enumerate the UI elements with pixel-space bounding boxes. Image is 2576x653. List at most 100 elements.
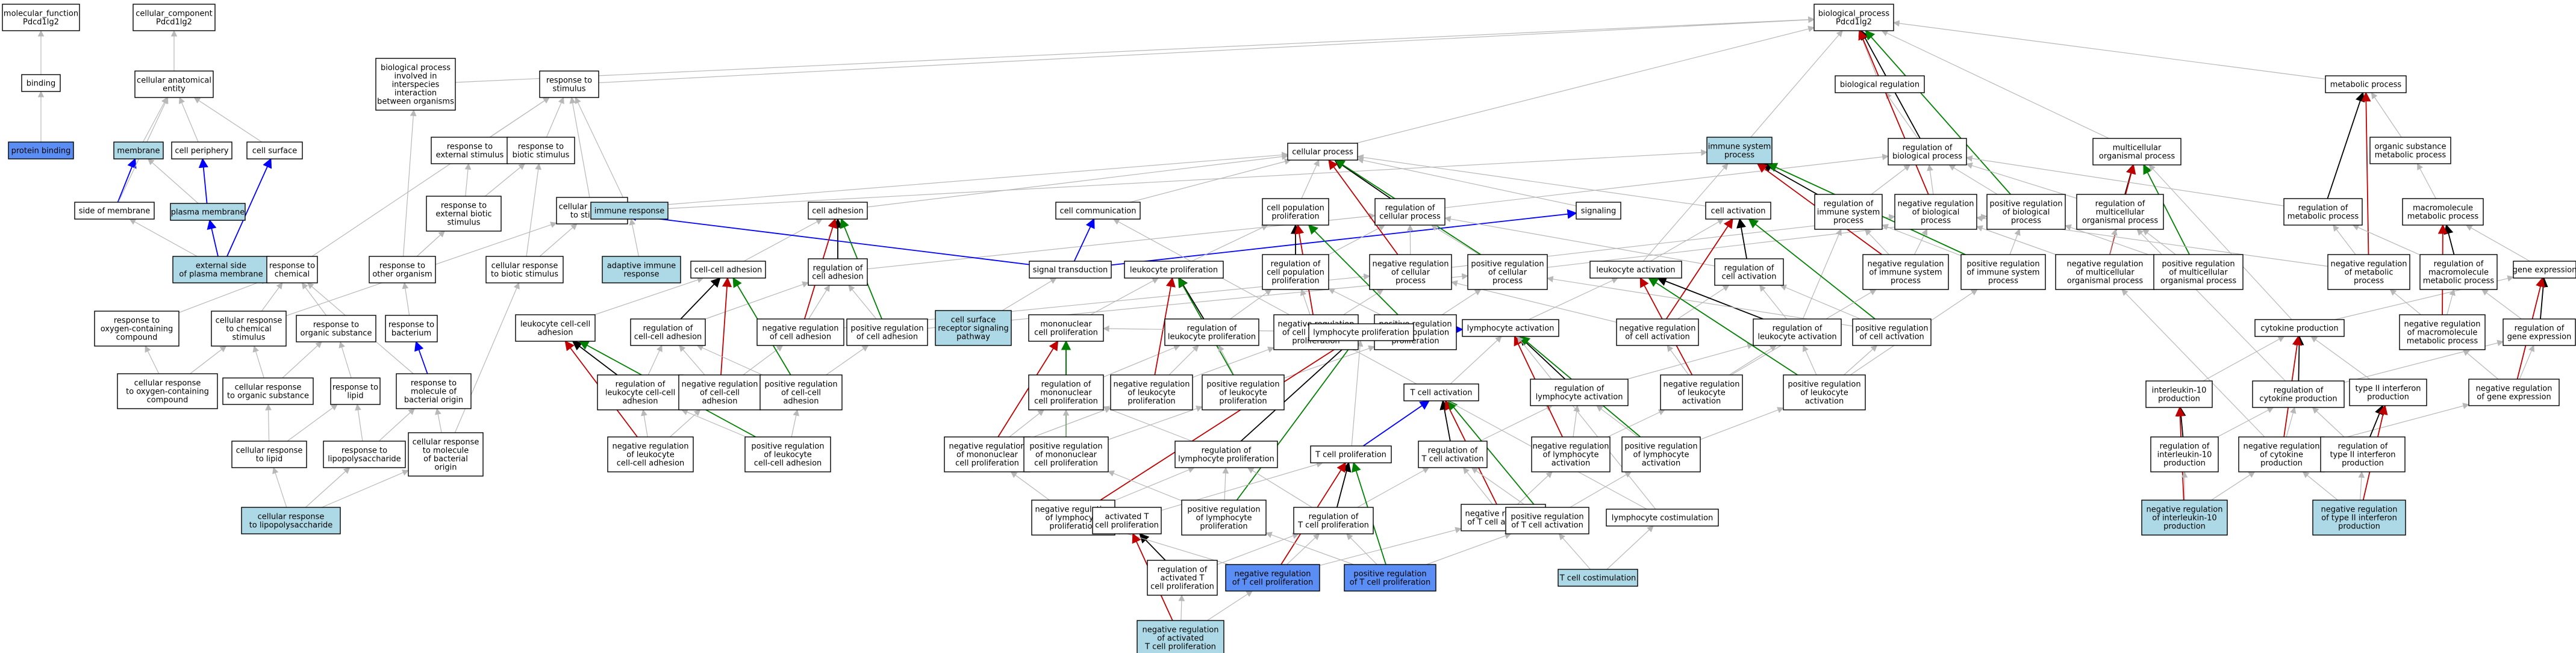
go-term-node-bio-reg[interactable]: biological regulation: [1835, 75, 1925, 93]
go-term-node-side-membrane[interactable]: side of membrane: [74, 202, 155, 220]
go-term-node-cell-cell-adh[interactable]: cell-cell adhesion: [690, 261, 766, 279]
go-term-node-signal-trans[interactable]: signal transduction: [1029, 261, 1112, 279]
go-term-node-plasma-membrane[interactable]: plasma membrane: [170, 203, 246, 221]
go-term-node-lymph-activation[interactable]: lymphocyte activation: [1462, 319, 1559, 337]
go-term-node-binding[interactable]: binding: [21, 74, 61, 92]
go-term-node-t-costim[interactable]: T cell costimulation: [1558, 569, 1638, 587]
go-term-node-protein-binding[interactable]: protein binding: [8, 141, 74, 159]
go-term-node-cell-periphery[interactable]: cell periphery: [171, 141, 232, 159]
go-term-node-cytokine-prod[interactable]: cytokine production: [2254, 319, 2345, 337]
go-term-node-cell-activation[interactable]: cell activation: [1705, 202, 1771, 220]
go-term-node-cell-comm[interactable]: cell communication: [1055, 202, 1141, 220]
go-term-node-t-cell-activation[interactable]: T cell activation: [1403, 383, 1479, 401]
go-term-node-metabolic[interactable]: metabolic process: [2325, 75, 2407, 93]
go-term-node-gene-expr[interactable]: gene expression: [2513, 261, 2576, 279]
go-term-node-cellular-process[interactable]: cellular process: [1287, 143, 1358, 161]
go-term-node-immune-resp[interactable]: immune response: [590, 202, 669, 220]
go-term-node-lymph-prolif[interactable]: lymphocyte proliferation: [1308, 323, 1414, 341]
go-term-node-lymph-costim[interactable]: lymphocyte costimulation: [1606, 509, 1719, 527]
go-term-node-t-cell-prolif[interactable]: T cell proliferation: [1310, 445, 1392, 463]
go-term-node-leuk-activation[interactable]: leukocyte activation: [1589, 261, 1682, 279]
go-term-node-membrane[interactable]: membrane: [113, 141, 164, 159]
